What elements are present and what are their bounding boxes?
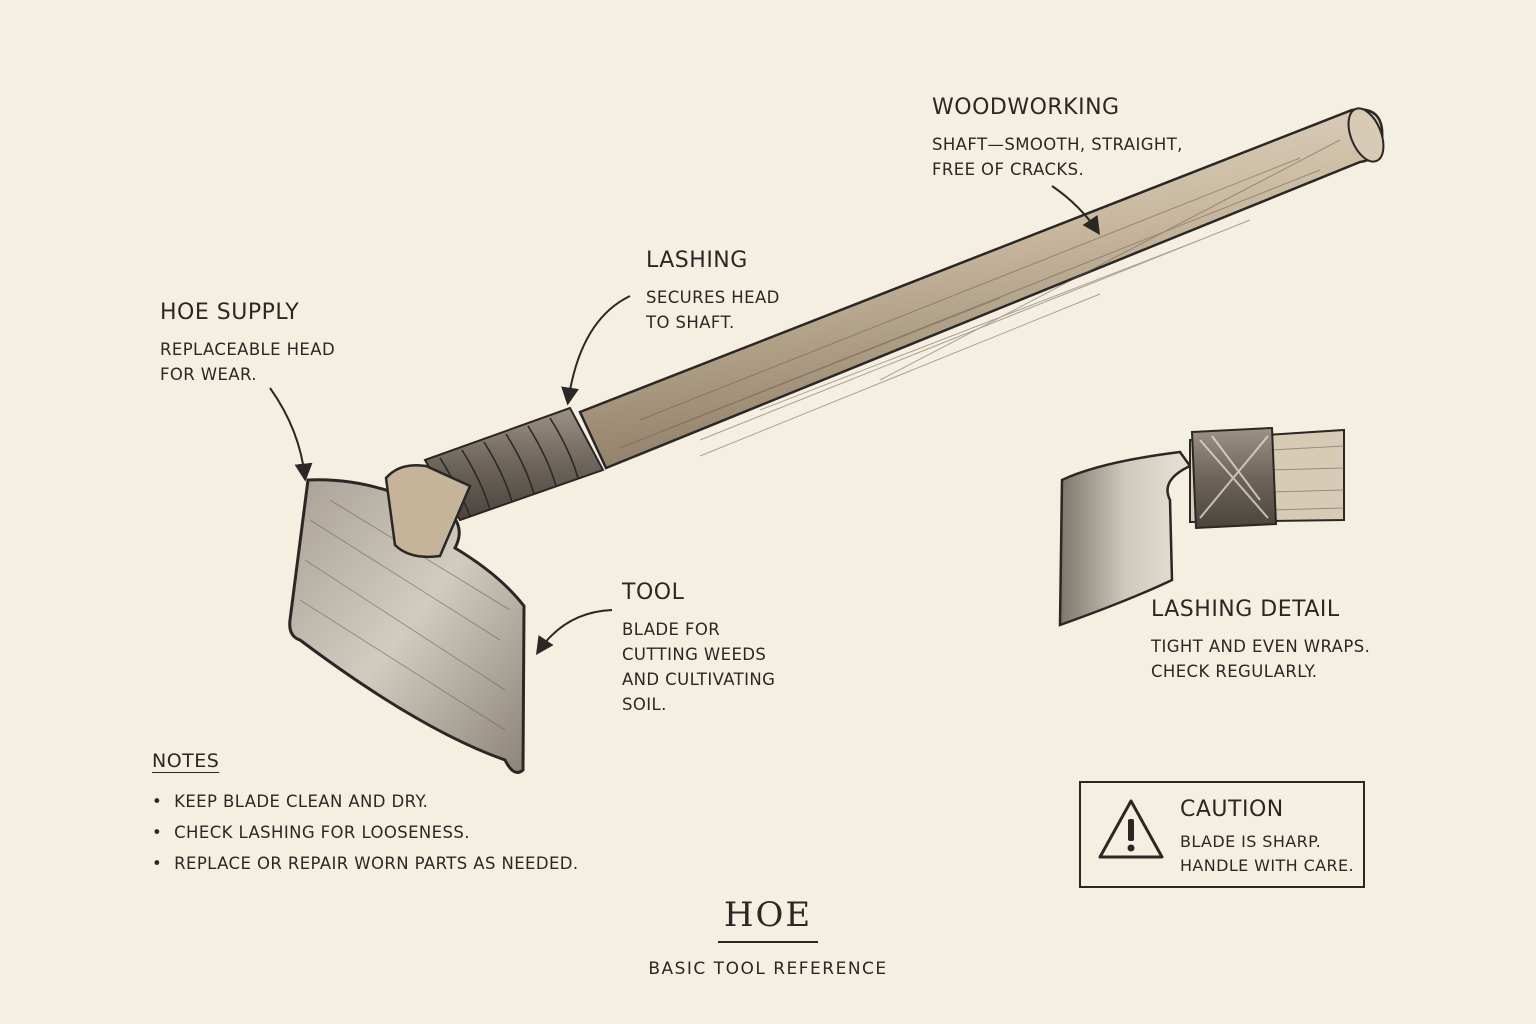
callout-line: SOIL. xyxy=(622,695,667,714)
callout-tool: TOOL BLADE FOR CUTTING WEEDS AND CULTIVA… xyxy=(622,580,775,717)
list-item: REPLACE OR REPAIR WORN PARTS AS NEEDED. xyxy=(152,848,579,879)
blade xyxy=(288,464,526,774)
callout-line: CUTTING WEEDS xyxy=(622,645,767,664)
callout-text: SECURES HEAD TO SHAFT. xyxy=(646,285,780,335)
caution-lines: BLADE IS SHARP. HANDLE WITH CARE. xyxy=(1180,830,1354,878)
callout-woodworking: WOODWORKING SHAFT—SMOOTH, STRAIGHT, FREE… xyxy=(932,95,1183,182)
notes-section: NOTES KEEP BLADE CLEAN AND DRY. CHECK LA… xyxy=(152,750,579,879)
page-title: HOE xyxy=(717,895,819,943)
callout-line: CHECK REGULARLY. xyxy=(1151,662,1318,681)
callout-title: HOE SUPPLY xyxy=(160,300,300,325)
title-block: HOE BASIC TOOL REFERENCE xyxy=(568,895,968,979)
lashing-detail-illustration xyxy=(1058,426,1345,627)
callout-text: BLADE FOR CUTTING WEEDS AND CULTIVATING … xyxy=(622,617,775,717)
callout-line: BLADE FOR xyxy=(622,620,721,639)
callout-lashing: LASHING SECURES HEAD TO SHAFT. xyxy=(646,248,780,335)
callout-title: TOOL xyxy=(622,580,685,605)
caution-line: BLADE IS SHARP. xyxy=(1180,832,1322,851)
list-item: KEEP BLADE CLEAN AND DRY. xyxy=(152,786,579,817)
callout-line: TIGHT AND EVEN WRAPS. xyxy=(1151,637,1371,656)
callout-line: AND CULTIVATING xyxy=(622,670,776,689)
callout-hoe-supply: HOE SUPPLY REPLACEABLE HEAD FOR WEAR. xyxy=(160,300,335,387)
callout-line: FREE OF CRACKS. xyxy=(932,160,1085,179)
caution-title: CAUTION xyxy=(1180,797,1284,822)
caution-box: CAUTION BLADE IS SHARP. HANDLE WITH CARE… xyxy=(1079,781,1365,888)
callout-title: WOODWORKING xyxy=(932,95,1120,120)
callout-line: TO SHAFT. xyxy=(646,313,735,332)
callout-lashing-detail: LASHING DETAIL TIGHT AND EVEN WRAPS. CHE… xyxy=(1151,597,1370,684)
callout-line: REPLACEABLE HEAD xyxy=(160,340,336,359)
callout-title: LASHING DETAIL xyxy=(1151,597,1340,622)
callout-arrows xyxy=(269,185,1100,655)
shaft xyxy=(578,107,1385,470)
warning-triangle-icon xyxy=(1098,799,1164,859)
notes-list: KEEP BLADE CLEAN AND DRY. CHECK LASHING … xyxy=(152,786,579,879)
callout-line: SECURES HEAD xyxy=(646,288,780,307)
list-item: CHECK LASHING FOR LOOSENESS. xyxy=(152,817,579,848)
callout-line: SHAFT—SMOOTH, STRAIGHT, xyxy=(932,135,1183,154)
callout-text: REPLACEABLE HEAD FOR WEAR. xyxy=(160,337,335,387)
callout-text: TIGHT AND EVEN WRAPS. CHECK REGULARLY. xyxy=(1151,634,1370,684)
callout-line: FOR WEAR. xyxy=(160,365,257,384)
callout-text: SHAFT—SMOOTH, STRAIGHT, FREE OF CRACKS. xyxy=(932,132,1183,182)
caution-text: CAUTION BLADE IS SHARP. HANDLE WITH CARE… xyxy=(1180,797,1354,878)
notes-title: NOTES xyxy=(152,750,220,772)
callout-title: LASHING xyxy=(646,248,748,273)
caution-line: HANDLE WITH CARE. xyxy=(1180,856,1355,875)
page-subtitle: BASIC TOOL REFERENCE xyxy=(648,959,888,979)
